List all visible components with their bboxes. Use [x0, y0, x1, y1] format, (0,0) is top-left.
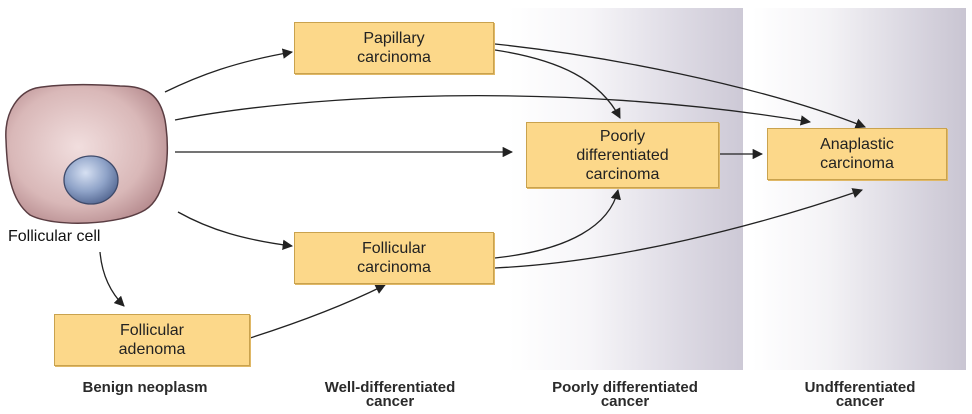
- benign-line1: Benign neoplasm: [82, 379, 208, 396]
- anaplastic-line1: Anaplastic: [820, 136, 894, 153]
- poorly-differentiated-band: [508, 8, 743, 370]
- follicular-carcinoma-box: Follicular carcinoma: [294, 232, 494, 284]
- papillary-line2: carcinoma: [357, 49, 431, 66]
- column-label-well-differentiated: Well-differentiated cancer: [275, 379, 505, 410]
- column-label-poorly-differentiated: Poorly differentiated cancer: [510, 379, 740, 410]
- anaplastic-line2: carcinoma: [820, 155, 894, 172]
- column-label-benign: Benign neoplasm: [40, 379, 250, 396]
- papillary-carcinoma-box: Papillary carcinoma: [294, 22, 494, 74]
- arrow-papillary-to-anaplastic: [494, 43, 866, 129]
- poorly-line2: differentiated: [576, 146, 669, 164]
- nucleus: [63, 155, 119, 205]
- arrow-follicular-to-anaplastic: [494, 188, 863, 269]
- well-line2: cancer: [365, 393, 415, 410]
- arrow-cell-to-anaplastic: [174, 95, 812, 126]
- undiff-line2: cancer: [835, 393, 885, 410]
- arrow-papillary-to-poorly: [494, 49, 621, 119]
- follicular-carcinoma-line1: Follicular: [361, 240, 426, 257]
- arrow-cell-to-papillary: [164, 48, 294, 93]
- anaplastic-carcinoma-box: Anaplastic carcinoma: [767, 128, 947, 180]
- follicular-cell-label: Follicular cell: [8, 228, 101, 245]
- follicular-adenoma-box: Follicular adenoma: [54, 314, 250, 366]
- follicular-adenoma-line2: adenoma: [118, 341, 186, 358]
- arrow-cell-to-follicular-carcinoma: [177, 211, 294, 250]
- undiff-line1: Undfferentiated: [804, 379, 916, 396]
- poor-line1: Poorly differentiated: [552, 379, 698, 396]
- papillary-line1: Papillary: [363, 30, 425, 47]
- arrow-cell-to-adenoma: [99, 251, 125, 307]
- arrow-adenoma-to-follicular-carcinoma: [249, 284, 386, 339]
- follicular-cell: [5, 83, 168, 224]
- poorly-line3: carcinoma: [585, 165, 660, 183]
- follicular-adenoma-line1: Follicular: [119, 322, 184, 339]
- column-label-undifferentiated: Undfferentiated cancer: [760, 379, 960, 410]
- well-line1: Well-differentiated: [324, 379, 456, 396]
- poorly-differentiated-carcinoma-box: Poorly differentiated carcinoma: [526, 122, 719, 188]
- poorly-line1: Poorly: [599, 127, 646, 145]
- poor-line2: cancer: [600, 393, 650, 410]
- follicular-carcinoma-line2: carcinoma: [357, 259, 431, 276]
- arrow-follicular-to-poorly: [494, 188, 621, 259]
